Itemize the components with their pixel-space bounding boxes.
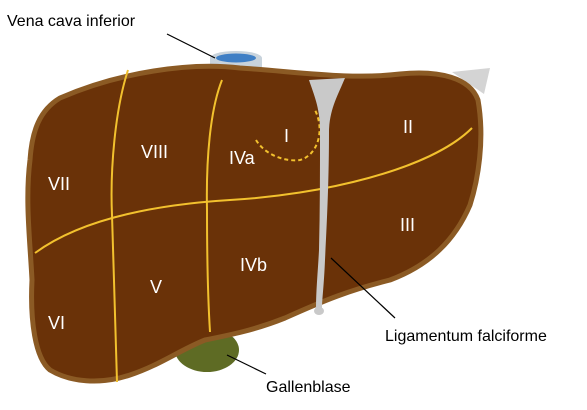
segment-label-VI: VI (48, 313, 65, 333)
segment-label-V: V (150, 277, 162, 297)
ligamentum-teres-end (314, 307, 324, 315)
segment-label-III: III (400, 215, 415, 235)
ligamentum-label: Ligamentum falciforme (385, 328, 547, 345)
segment-label-I: I (284, 126, 289, 146)
segment-label-II: II (403, 117, 413, 137)
segment-label-VII: VII (48, 174, 70, 194)
segment-label-VIII: VIII (141, 142, 168, 162)
gallbladder-callout-line (227, 355, 266, 374)
gallbladder-label: Gallenblase (266, 379, 351, 396)
vena-cava-label: Vena cava inferior (7, 13, 136, 30)
segment-label-IVa: IVa (229, 148, 256, 168)
vena-cava-callout-line (167, 34, 215, 58)
segment-label-IVb: IVb (240, 255, 267, 275)
